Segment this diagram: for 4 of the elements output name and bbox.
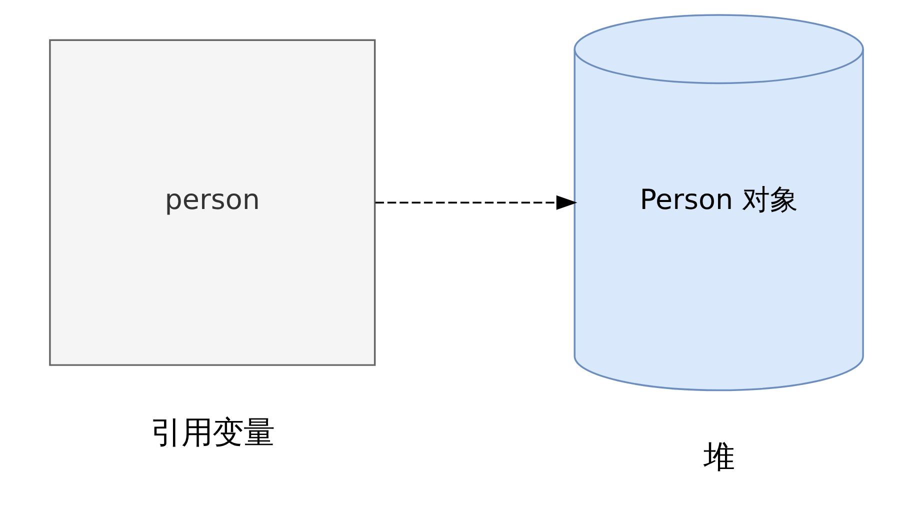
node-box: person [48, 39, 376, 366]
arrow [374, 195, 577, 210]
node-label: 引用变量 [150, 415, 274, 452]
node-label: 堆 [702, 439, 734, 476]
